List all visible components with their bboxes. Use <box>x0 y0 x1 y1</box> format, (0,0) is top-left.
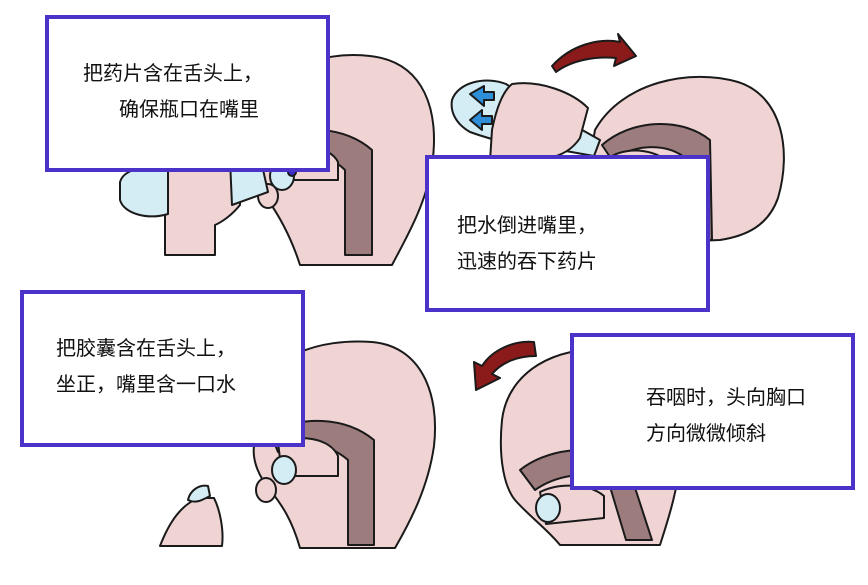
instruction-4-line-1: 吞咽时，头向胸口 <box>646 385 806 409</box>
tilt-back-arrow-icon <box>551 33 637 73</box>
instruction-1-line-2: 确保瓶口在嘴里 <box>119 97 259 121</box>
tilt-forward-arrow-icon <box>473 340 537 391</box>
instruction-3-line-1: 把胶囊含在舌头上， <box>56 336 236 360</box>
instruction-box-2: 把水倒进嘴里， 迅速的吞下药片 <box>425 155 710 312</box>
instruction-box-4: 吞咽时，头向胸口 方向微微倾斜 <box>570 333 855 490</box>
instruction-1-line-1: 把药片含在舌头上， <box>83 61 263 85</box>
instruction-4-line-2: 方向微微倾斜 <box>646 421 766 445</box>
instruction-box-3: 把胶囊含在舌头上， 坐正，嘴里含一口水 <box>20 290 305 447</box>
flow-arrow-icon-2a <box>469 85 495 131</box>
instruction-2-line-1: 把水倒进嘴里， <box>457 213 597 237</box>
instruction-box-1: 把药片含在舌头上， 确保瓶口在嘴里 <box>45 15 330 172</box>
instruction-2-line-2: 迅速的吞下药片 <box>457 249 597 273</box>
instruction-3-line-2: 坐正，嘴里含一口水 <box>56 372 236 396</box>
bottle-3 <box>159 484 224 547</box>
